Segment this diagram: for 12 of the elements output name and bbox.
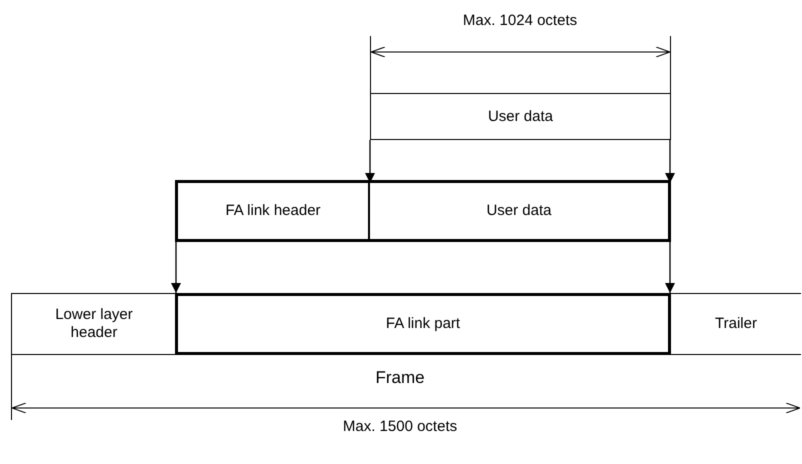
frame-label: Frame [375, 368, 425, 388]
payload-field-box: FA link part [175, 293, 671, 355]
header-field-box: Lower layer header [11, 293, 176, 355]
arrow [171, 242, 181, 293]
trailer-field-box: Trailer [670, 293, 801, 355]
data-field-box: User data [370, 93, 671, 140]
dimension-label: Max. 1500 octets [342, 418, 458, 435]
arrow [665, 242, 675, 293]
arrow [665, 140, 675, 183]
dimension-label: Max. 1024 octets [462, 12, 578, 29]
arrow [365, 140, 375, 183]
frame-segment-box [175, 180, 671, 242]
